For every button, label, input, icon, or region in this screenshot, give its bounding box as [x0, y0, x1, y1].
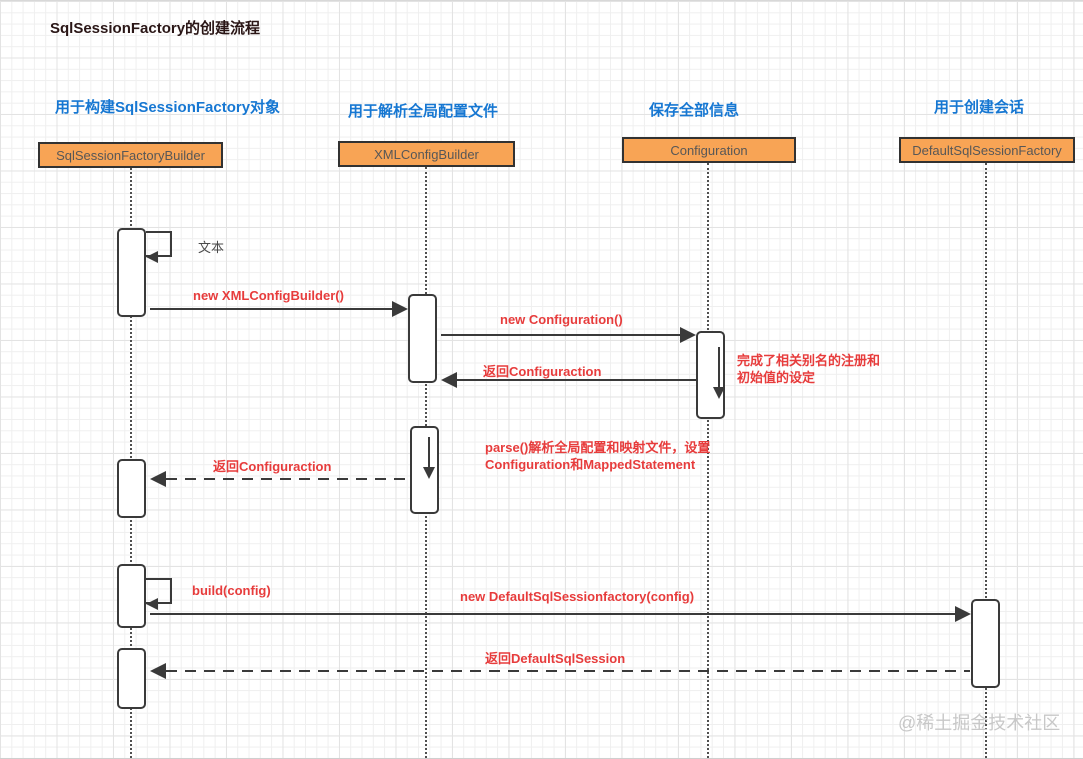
message-label-return-configuraction-dashed: 返回Configuraction — [213, 459, 332, 474]
message-line-dashed — [166, 670, 970, 672]
message-line — [150, 308, 392, 310]
object-box-xmlconfigbuilder: XMLConfigBuilder — [338, 141, 515, 167]
self-message-loop — [146, 578, 172, 604]
arrowhead-down-icon — [423, 467, 435, 479]
arrowhead-right-icon — [392, 301, 408, 317]
message-label-new-defaultsqlsessionfactory: new DefaultSqlSessionfactory(config) — [460, 589, 695, 604]
message-label-new-xmlconfigbuilder: new XMLConfigBuilder() — [193, 288, 344, 303]
message-label-new-configuration: new Configuration() — [500, 312, 623, 327]
activation-bar — [117, 564, 146, 628]
activation-bar — [117, 648, 146, 709]
object-box-configuration: Configuration — [622, 137, 796, 163]
internal-progress-line — [428, 437, 430, 467]
note-line: Configuration和MappedStatement — [485, 457, 696, 472]
arrowhead-left-icon — [150, 471, 166, 487]
self-message-loop — [146, 231, 172, 257]
note-line: 完成了相关别名的注册和 — [737, 353, 881, 368]
message-line — [457, 379, 696, 381]
object-box-sqlsessionfactorybuilder: SqlSessionFactoryBuilder — [38, 142, 223, 168]
arrowhead-left-icon — [146, 598, 158, 610]
role-label-sqlsessionfactorybuilder: 用于构建SqlSessionFactory对象 — [55, 99, 281, 116]
message-label-return-configuraction: 返回Configuraction — [483, 364, 602, 379]
message-label-build-config: build(config) — [192, 583, 271, 598]
arrowhead-down-icon — [713, 387, 725, 399]
arrowhead-right-icon — [680, 327, 696, 343]
object-box-defaultsqlsessionfactory: DefaultSqlSessionFactory — [899, 137, 1075, 163]
message-line — [150, 613, 955, 615]
activation-bar — [408, 294, 437, 383]
role-label-xmlconfigbuilder: 用于解析全局配置文件 — [348, 103, 499, 120]
role-label-configuration: 保存全部信息 — [649, 102, 740, 119]
message-label-return-defaultsqlsession: 返回DefaultSqlSession — [485, 651, 626, 666]
arrowhead-right-icon — [955, 606, 971, 622]
internal-progress-line — [718, 347, 720, 387]
arrowhead-left-icon — [146, 251, 158, 263]
message-line-dashed — [166, 478, 410, 480]
arrowhead-left-icon — [150, 663, 166, 679]
role-label-defaultsqlsessionfactory: 用于创建会话 — [934, 99, 1025, 116]
activation-bar — [696, 331, 725, 419]
watermark: @稀土掘金技术社区 — [898, 713, 1061, 733]
message-line — [441, 334, 680, 336]
arrowhead-left-icon — [441, 372, 457, 388]
note-line: 初始值的设定 — [737, 370, 816, 385]
self-message-label: 文本 — [198, 240, 225, 255]
activation-bar — [117, 459, 146, 518]
activation-bar — [117, 228, 146, 317]
page-title: SqlSessionFactory的创建流程 — [50, 20, 261, 37]
lifeline-configuration — [707, 163, 709, 758]
note-configuration-init: 完成了相关别名的注册和 初始值的设定 — [737, 352, 880, 386]
lifeline-defaultsqlsessionfactory — [985, 163, 987, 758]
note-line: parse()解析全局配置和映射文件，设置 — [485, 440, 711, 455]
activation-bar — [971, 599, 1000, 688]
note-parse: parse()解析全局配置和映射文件，设置 Configuration和Mapp… — [485, 439, 710, 473]
